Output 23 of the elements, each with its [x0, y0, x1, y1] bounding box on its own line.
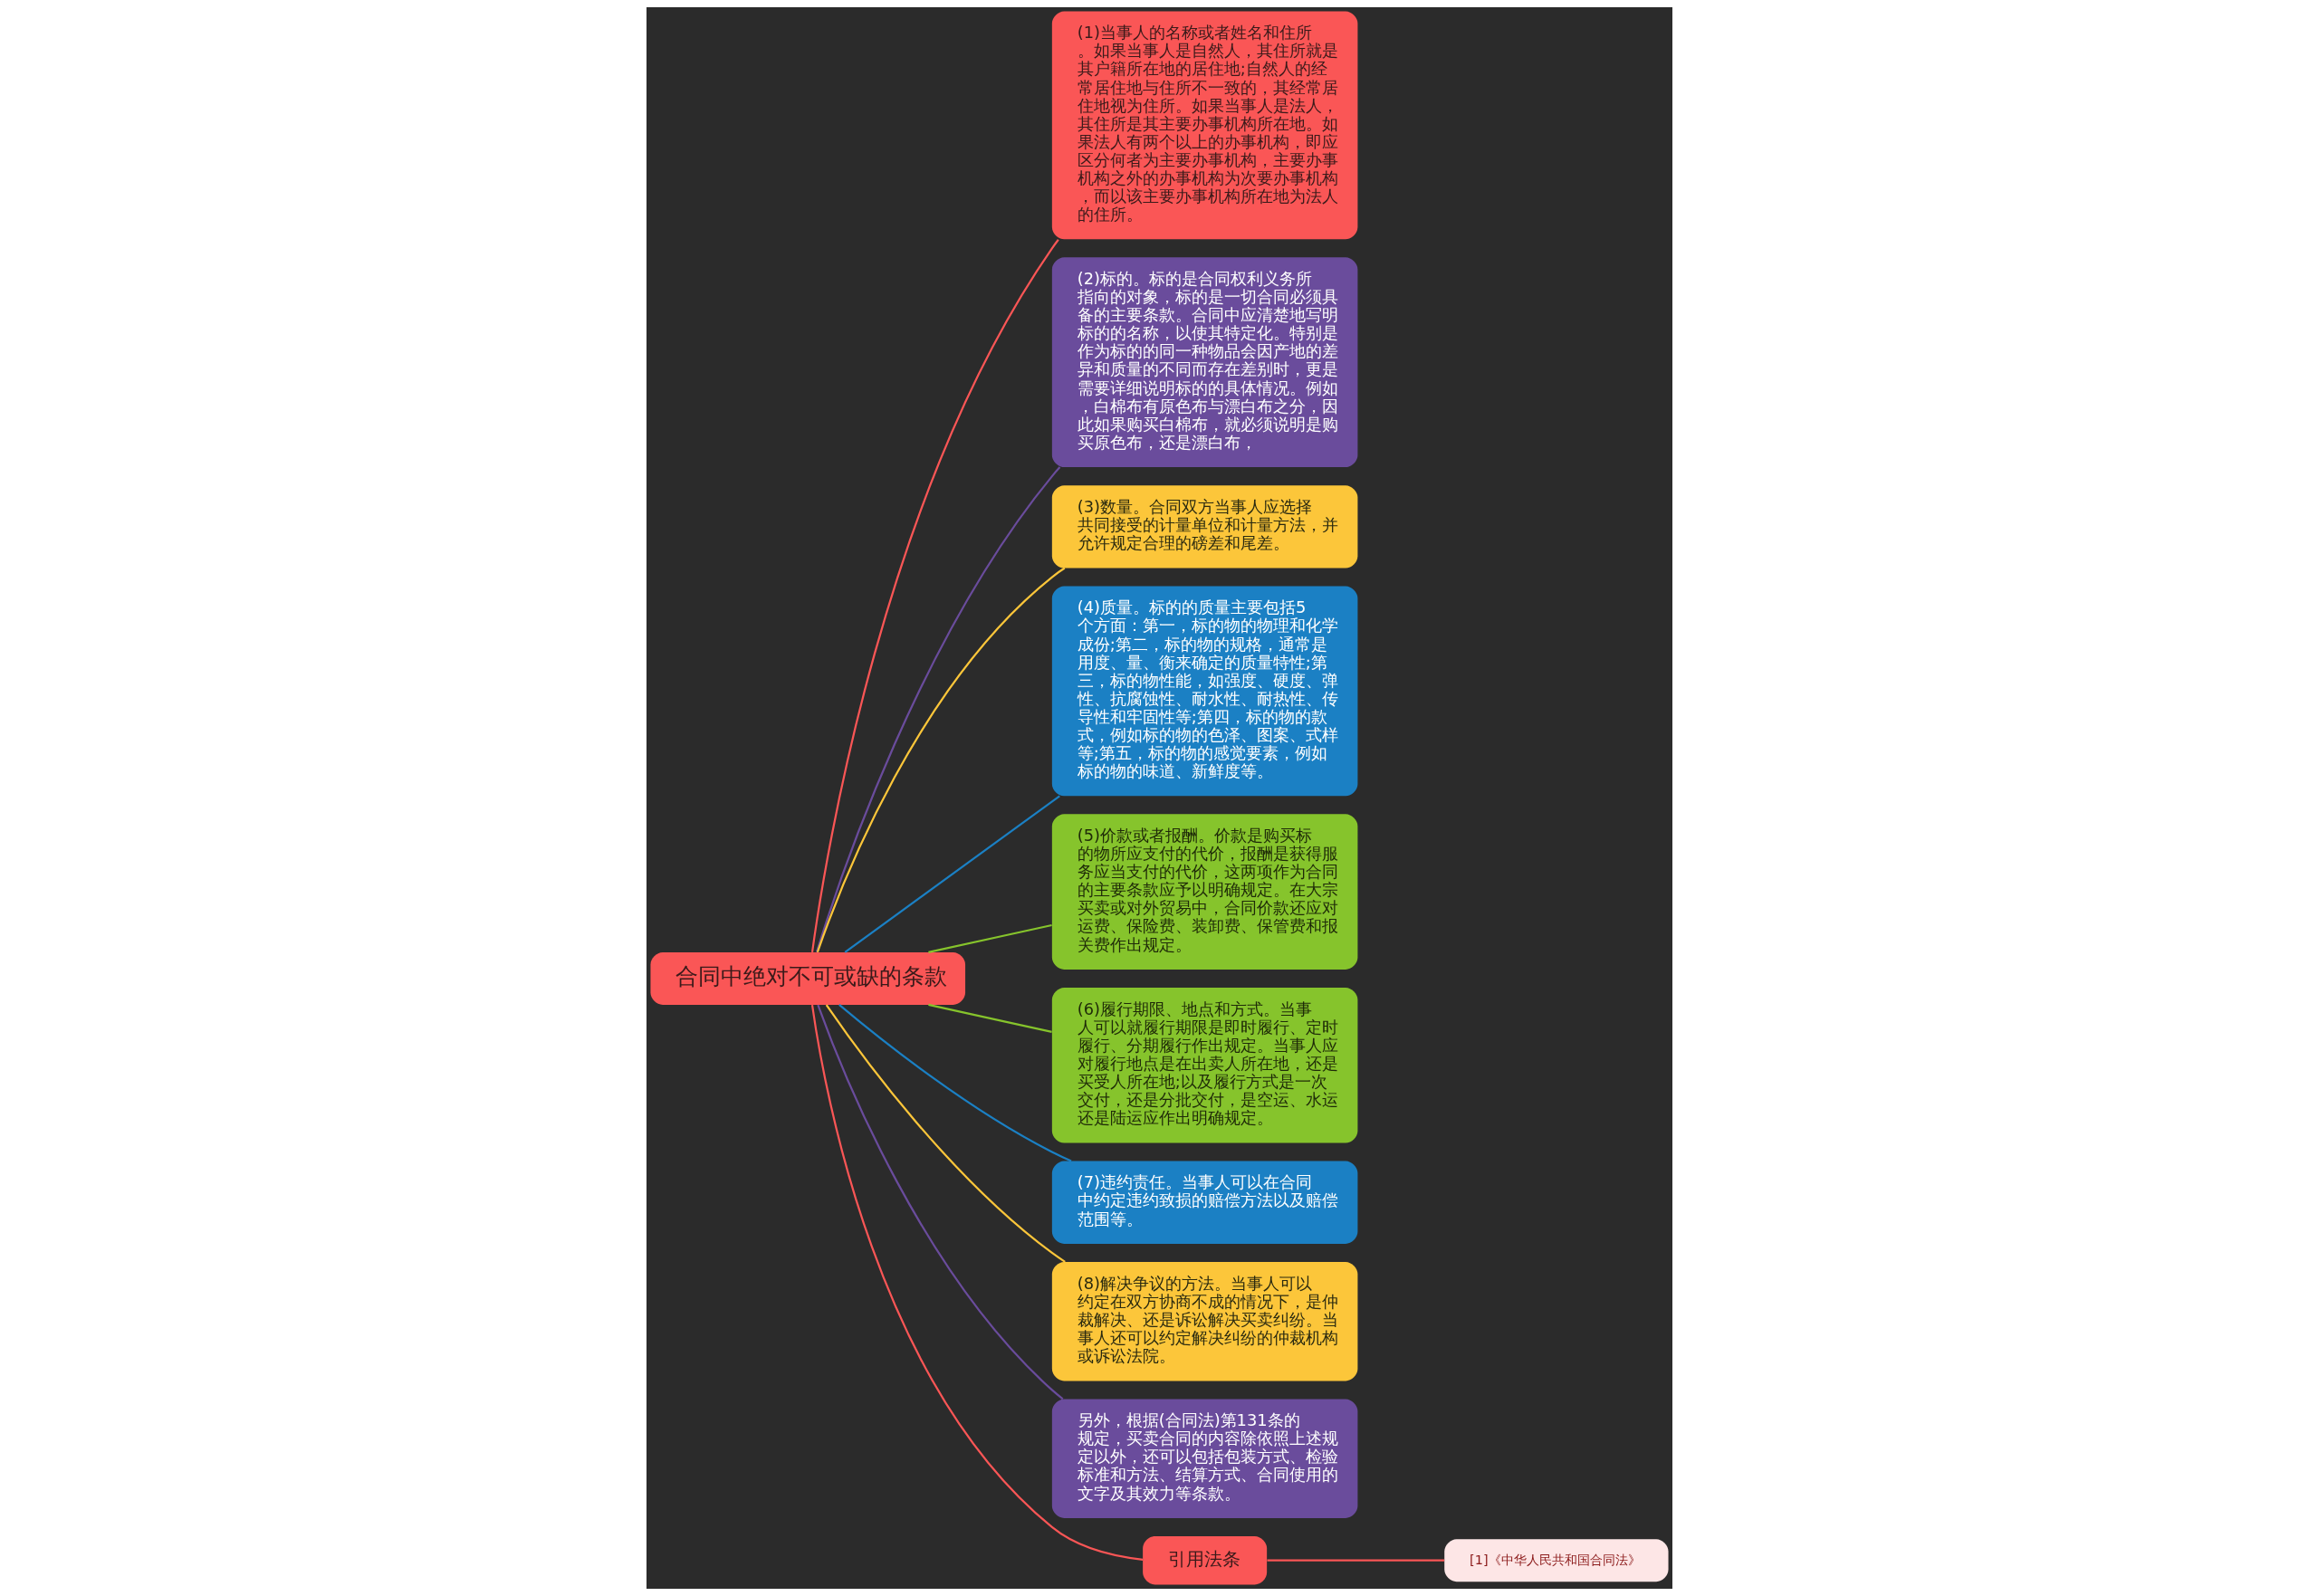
node-box: (4)质量。标的的质量主要包括5个方面：第一，标的物的物理和化学成份;第二，标的物的规格，通常是用度、量、衡来确定的质量特性;第三，标的物性能，如强度、硬度、弹性、抗腐蚀性、耐水性、耐热性、传导性和牢固性等;第四，标的物的款式，例如标的物的色泽、图案、式样等;第五，标的物的感觉要素，例如标的物的味道、新鲜度等。: [1051, 586, 1357, 797]
connector: [815, 466, 1060, 952]
node-box: (5)价款或者报酬。价款是购买标的物所应支付的代价，报酬是获得服务应当支付的代价，这两项作为合同的主要条款应予以明确规定。在大宗买卖或对外贸易中，合同价款还应对运费、保险费、装卸费、保管费和报关费作出规定。: [1051, 814, 1357, 970]
node-box: (1)当事人的名称或者姓名和住所。如果当事人是自然人，其住所就是其户籍所在地的居住地;自然人的经常居住地与住所不一致的，其经常居住地视为住所。如果当事人是法人，其住所是其主要办事机构所在地。如果法人有两个以上的办事机构，即应区分何者为主要办事机构，主要办事机构之外的办事机构为次要办事机构，而以该主要办事机构所在地为法人的住所。: [1051, 11, 1357, 240]
connector: [816, 567, 1065, 953]
connector: [825, 1004, 1066, 1263]
node-box: (6)履行期限、地点和方式。当事人可以就履行期限是即时履行、定时履行、分期履行作出规定。当事人应对履行地点是在出卖人所在地，还是买受人所在地;以及履行方式是一次交付，还是分批交付，是空运、水运还是陆运应作出明确规定。: [1051, 987, 1357, 1143]
connector: [927, 923, 1052, 953]
connector: [816, 1004, 1063, 1400]
connector: [838, 1004, 1071, 1162]
node-box: 合同中绝对不可或缺的条款: [649, 951, 965, 1005]
connector: [844, 795, 1060, 953]
connector: [810, 239, 1059, 953]
connector: [1266, 1559, 1444, 1562]
connector: [927, 1003, 1052, 1033]
node-box: [1]《中华人民共和国合同法》: [1443, 1539, 1669, 1582]
connector: [810, 1005, 1143, 1561]
node-box: (3)数量。合同双方当事人应选择共同接受的计量单位和计量方法，并允许规定合理的磅差和尾差。: [1051, 485, 1357, 569]
node-box: 另外，根据(合同法)第131条的规定，买卖合同的内容除依照上述规定以外，还可以包括包装方式、检验标准和方法、结算方式、合同使用的文字及其效力等条款。: [1051, 1399, 1357, 1518]
node-box: 引用法条: [1142, 1536, 1267, 1585]
node-box: (7)违约责任。当事人可以在合同中约定违约致损的赔偿方法以及赔偿范围等。: [1051, 1161, 1357, 1244]
node-box: (2)标的。标的是合同权利义务所指向的对象，标的是一切合同必须具备的主要条款。合同中应清楚地写明标的的名称，以使其特定化。特别是作为标的的同一种物品会因产地的差异和质量的不同而存在差别时，更是需要详细说明标的的具体情况。例如，白棉布有原色布与漂白布之分，因此如果购买白棉布，就必须说明是购买原色布，还是漂白布，: [1051, 257, 1357, 468]
node-box: (8)解决争议的方法。当事人可以约定在双方协商不成的情况下，是仲裁解决、还是诉讼解决买卖纠纷。当事人还可以约定解决纠纷的仲裁机构或诉讼法院。: [1051, 1261, 1357, 1381]
